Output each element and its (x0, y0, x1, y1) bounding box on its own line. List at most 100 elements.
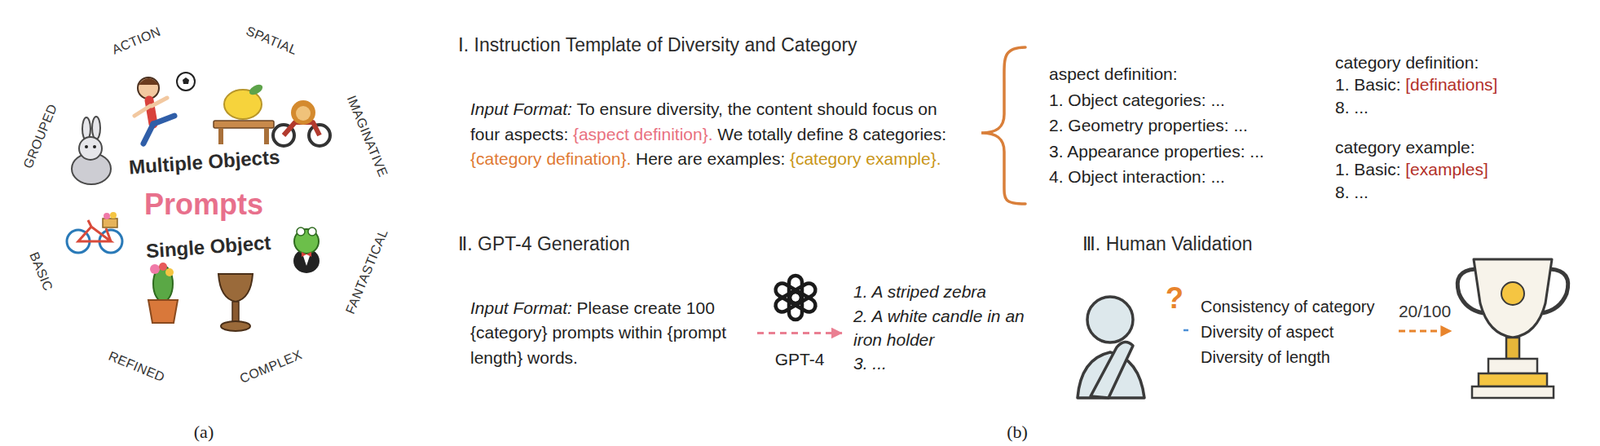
soccer-ball (176, 72, 195, 91)
goblet-cup (218, 273, 253, 302)
question-mark: ? (1165, 281, 1184, 315)
box-text: 1. Basic: (1335, 159, 1402, 179)
logo-loop (773, 281, 804, 307)
text-line: Diversity of length (1200, 344, 1382, 371)
trophy-cup (1473, 259, 1552, 338)
box-text: category definition: (1335, 52, 1479, 72)
trophy-stem (1506, 337, 1520, 359)
text-line: Input Format:To ensure diversity, the co… (470, 96, 958, 172)
frog-bowtie (301, 251, 312, 257)
text-group: COMPLEX (238, 347, 305, 387)
segment-label: BASIC (26, 249, 56, 293)
text-group: Ⅲ. Human Validation (1082, 232, 1579, 256)
text-line: 1. A striped zebra (853, 279, 1041, 304)
shape-fill (5, 63, 95, 204)
leader-line (1183, 329, 1189, 332)
rabbit-eye (92, 145, 97, 149)
text-group: category example:1. Basic:[examples]8. .… (1335, 136, 1580, 203)
shape-outline (50, 50, 358, 208)
text-group: FANTASTICAL (342, 226, 391, 316)
text-group: Multiple Objects (127, 145, 281, 179)
text-line: aspect definition: (1049, 61, 1297, 88)
box-text: Diversity of aspect (1200, 322, 1334, 341)
dashed-arrow (1398, 330, 1451, 333)
panel: Ⅲ. Human ValidationConsistency of catego… (1066, 226, 1596, 406)
box-text: 8. ... (1335, 97, 1369, 117)
trophy-base (1488, 358, 1538, 374)
box-text: Input Format: (470, 99, 573, 119)
person-head (1087, 296, 1133, 343)
cactus-flower (165, 268, 174, 277)
text-group: IMAGINATIVE (343, 93, 391, 180)
shape-fill (53, 53, 354, 204)
panel-title: Ⅰ. Instruction Template of Diversity and… (458, 34, 858, 56)
text-group: Prompts (144, 187, 264, 221)
table-top (213, 120, 274, 128)
lemon-leaf (247, 82, 265, 97)
validation-criteria-box: Consistency of categoryDiversity of aspe… (1189, 277, 1393, 386)
category-definition-box: category definition:1. Basic:[defination… (1323, 45, 1592, 124)
box-text: 8. ... (1335, 182, 1369, 202)
box-text: {category example}. (789, 149, 942, 168)
box-text: [definations] (1405, 74, 1498, 94)
panel-title: Ⅱ. GPT-4 Generation (458, 233, 631, 255)
input-format-box: Input Format:To ensure diversity, the co… (458, 73, 970, 196)
category-segment: ACTION (60, 2, 208, 98)
cactus-flower (149, 264, 160, 274)
table-leg (264, 127, 269, 145)
trophy-icon (1457, 259, 1569, 398)
shape-fill (312, 63, 402, 204)
text-line: Consistency of category (1200, 294, 1382, 320)
shape-fill (203, 312, 344, 402)
trophy-medal (1501, 282, 1525, 305)
input-format-box: Input Format:Please create 100 {category… (458, 277, 758, 388)
goblet-stem (232, 301, 239, 323)
soccer-player-icon (134, 72, 195, 144)
text-group: GROUPED (20, 101, 61, 171)
lion-face (295, 105, 311, 121)
text-group: Input Format:To ensure diversity, the co… (470, 96, 958, 172)
box-text: 2. Geometry properties: ... (1049, 115, 1248, 135)
aspect-definition-box: aspect definition: 1. Object categories: … (1035, 45, 1309, 206)
bicycle-basket (102, 218, 118, 228)
trophy-base (1472, 386, 1554, 398)
category-segment: IMAGINATIVE (309, 60, 406, 208)
frog-eye (296, 227, 305, 236)
box-text: aspect definition: (1049, 64, 1178, 84)
text-group: SPATIAL (243, 23, 300, 58)
box-text: We totally define 8 categories: (717, 124, 947, 144)
rabbit-icon (71, 116, 111, 185)
flower-pot (148, 299, 178, 323)
category-segment: GROUPED (2, 60, 98, 208)
text-line: 1. Object categories: ... (1049, 87, 1297, 114)
text-group: BASIC (26, 249, 56, 293)
box-text: 4. Object interaction: ... (1049, 167, 1226, 186)
goblet-base (220, 321, 251, 331)
basket-flower (103, 212, 111, 220)
text-group: Ⅱ. GPT-4 Generation (458, 232, 1044, 256)
text-line: 8. ... (1335, 180, 1580, 203)
question-mark-box: ? (1165, 281, 1184, 315)
box-text: Consistency of category (1200, 297, 1375, 316)
ratio-label: 20/100 (1398, 301, 1451, 321)
trophy-base (1478, 373, 1548, 387)
shape-fill (53, 203, 354, 354)
text-group: Single Object (145, 231, 272, 263)
segment-label: IMAGINATIVE (343, 93, 391, 180)
panel: Ⅰ. Instruction Template of Diversity and… (441, 27, 1596, 220)
segment-label: SPATIAL (243, 23, 300, 58)
lion-motorcycle-icon (273, 100, 331, 146)
text-group: 1. A striped zebra2. A white candle in a… (853, 279, 1041, 376)
panel: Ⅱ. GPT-4 GenerationInput Format:Please c… (441, 226, 1060, 406)
shape-fill (63, 5, 204, 95)
box-text: Diversity of length (1200, 348, 1331, 366)
text-group: Input Format:Please create 100 {category… (470, 295, 746, 371)
node-label: Multiple Objects (127, 145, 281, 179)
text-line: Ⅲ. Human Validation (1082, 232, 1579, 256)
subfigure-label-box: (a) (193, 421, 214, 442)
shape-fill (114, 179, 294, 229)
box-text: 1. Object categories: ... (1049, 90, 1226, 110)
frog-eye (308, 227, 317, 236)
text-line: 8. ... (1335, 96, 1580, 119)
cactus-flower (158, 262, 168, 271)
